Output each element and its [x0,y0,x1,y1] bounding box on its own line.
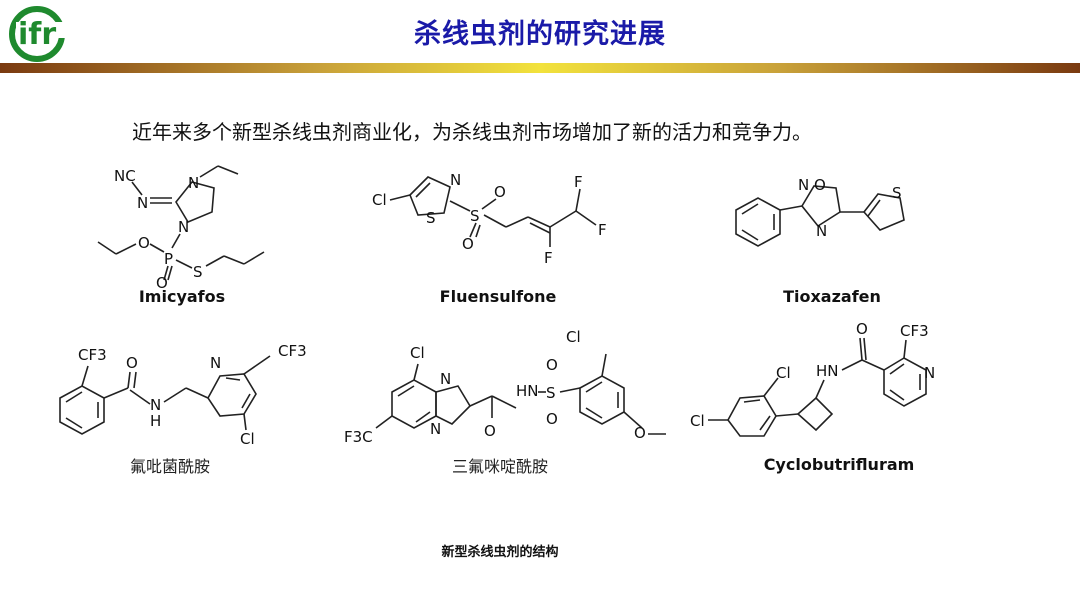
structure-fluensulfone: Cl S N S O O F F F [366,165,626,280]
name-cyclobutrifluram: Cyclobutrifluram [763,455,915,474]
svg-text:F: F [544,249,553,267]
name-trifluoroimidazopyridine: 三氟咪啶酰胺 [451,457,548,476]
svg-text:N: N [178,218,189,236]
svg-text:O: O [138,234,150,252]
svg-text:CF3: CF3 [278,342,307,360]
svg-text:N: N [150,396,161,414]
structure-trifluoroimidazopyridine: Cl N N F3C HN O S O O Cl O [340,322,680,452]
svg-text:N: N [450,171,461,189]
svg-text:Cl: Cl [240,430,255,448]
svg-text:HN: HN [516,382,539,400]
svg-text:N: N [924,364,935,382]
svg-text:S: S [546,384,556,402]
svg-text:O: O [546,410,558,428]
svg-text:HN: HN [816,362,839,380]
svg-text:S: S [892,184,902,202]
svg-text:N: N [137,194,148,212]
svg-text:F: F [574,173,583,191]
svg-text:O: O [546,356,558,374]
svg-text:F: F [598,221,607,239]
svg-text:O: O [462,235,474,253]
svg-text:O: O [126,354,138,372]
svg-text:O: O [856,320,868,338]
svg-text:N: N [188,174,199,192]
svg-text:N: N [440,370,451,388]
svg-text:N: N [210,354,221,372]
svg-text:P: P [164,250,173,268]
svg-text:Cl: Cl [776,364,791,382]
svg-text:Cl: Cl [690,412,705,430]
structure-cyclobutrifluram: Cl Cl HN O CF3 N [686,318,956,438]
svg-text:NC: NC [114,167,136,185]
svg-text:CF3: CF3 [78,346,107,364]
svg-text:H: H [150,412,161,430]
name-tioxazafen: Tioxazafen [783,287,881,306]
svg-text:O: O [484,422,496,440]
svg-text:O: O [156,274,168,290]
structure-imicyafos: NC N N N O P O S [92,160,292,290]
svg-text:CF3: CF3 [900,322,929,340]
svg-text:Cl: Cl [372,191,387,209]
name-imicyafos: Imicyafos [138,287,226,306]
svg-text:O: O [494,183,506,201]
svg-text:Cl: Cl [566,328,581,346]
structure-tioxazafen: N O N S [716,170,936,270]
svg-text:S: S [193,263,203,281]
svg-text:N: N [430,420,441,438]
slide-title: 杀线虫剂的研究进展 [414,19,666,50]
svg-text:S: S [470,207,480,225]
figure-caption: 新型杀线虫剂的结构 [441,545,559,560]
institute-logo: ifr [6,4,76,62]
svg-text:F3C: F3C [344,428,373,446]
logo-letters: ifr [18,17,56,52]
svg-text:N: N [798,176,809,194]
name-fluensulfone: Fluensulfone [439,287,557,306]
name-fluopyram: 氟吡菌酰胺 [129,457,210,476]
intro-text: 近年来多个新型杀线虫剂商业化，为杀线虫剂市场增加了新的活力和竞争力。 [132,120,812,144]
structure-fluopyram: CF3 O N H N CF3 Cl [50,328,340,448]
svg-text:Cl: Cl [410,344,425,362]
svg-text:N: N [816,222,827,240]
header-gradient-band [0,63,1080,73]
svg-text:S: S [426,209,436,227]
svg-text:O: O [814,176,826,194]
svg-text:O: O [634,424,646,442]
